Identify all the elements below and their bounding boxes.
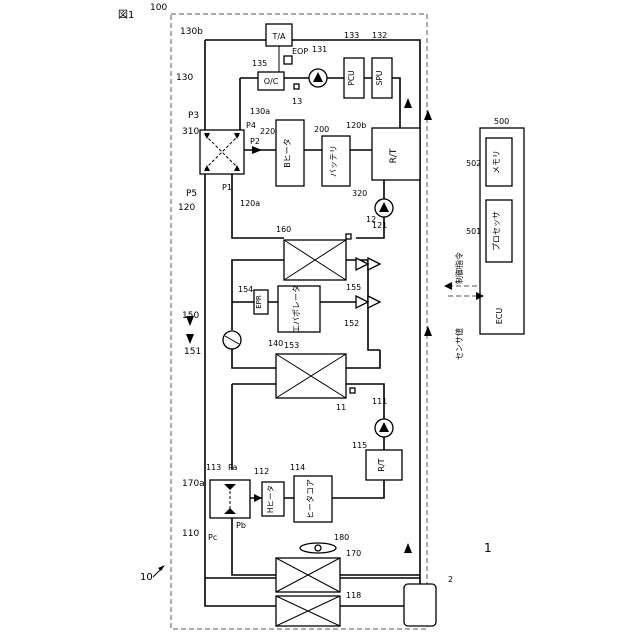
fan-hub [315, 545, 321, 551]
ref-111: 111 [372, 397, 387, 406]
ref-130: 130 [176, 73, 193, 83]
ref-pa: Pa [228, 463, 237, 472]
pipe-140-right [346, 350, 380, 368]
ref-110: 110 [182, 529, 199, 539]
figure-label: 図1 [118, 9, 134, 21]
ref-120b: 120b [346, 121, 366, 130]
epr-label: EPR [255, 295, 263, 309]
flow-arrow-heater [254, 494, 262, 502]
pipe-150-lower [232, 349, 276, 368]
ref-501: 501 [466, 227, 481, 236]
control-signal-label: 制御指令 [454, 252, 464, 284]
ref-114: 114 [290, 463, 305, 472]
ref-140: 140 [268, 339, 283, 348]
ref-120a: 120a [240, 199, 260, 208]
ref-170a: 170a [182, 479, 205, 489]
ref-115: 115 [352, 441, 367, 450]
ecu-label: ECU [495, 308, 504, 325]
ref-160: 160 [276, 225, 291, 234]
memory-label: メモリ [492, 150, 501, 174]
ref-pc: Pc [208, 533, 217, 542]
signal-lines [448, 286, 480, 296]
vehicle-ref: 10 [140, 572, 153, 583]
flow-arrow-220 [252, 146, 262, 154]
pipe-rt-lower [332, 480, 384, 498]
ref-11: 11 [336, 403, 346, 412]
sensor-signal-label: センサ値 [454, 328, 464, 360]
ref-p3: P3 [188, 111, 199, 121]
ta-label: T/A [271, 32, 286, 41]
heater-core-label: ヒータコア [306, 479, 315, 519]
valve-155 [356, 296, 380, 308]
ref-120: 120 [178, 203, 195, 213]
ref-112: 112 [254, 467, 269, 476]
flow-arrow-right [424, 110, 432, 336]
ref-pb: Pb [236, 521, 246, 530]
ref-502: 502 [466, 159, 481, 168]
ref-100: 100 [150, 3, 167, 13]
ref-200: 200 [314, 125, 329, 134]
ref-p1: P1 [222, 183, 232, 192]
ref-2: 2 [448, 575, 453, 584]
eop-symbol [284, 56, 292, 64]
ref-153: 153 [284, 341, 299, 350]
sensor-12 [346, 234, 351, 239]
ref-13: 13 [292, 97, 302, 106]
ref-310: 310 [182, 127, 199, 137]
ref-12: 12 [366, 215, 376, 224]
eop-label: EOP [292, 47, 308, 56]
device-2 [404, 584, 436, 626]
sensor-13 [294, 84, 299, 89]
ref-113: 113 [206, 463, 221, 472]
ref-500: 500 [494, 117, 509, 126]
ref-p2: P2 [250, 137, 260, 146]
system-ref: 1 [484, 541, 492, 555]
vehicle-leader-arrow [158, 565, 165, 571]
evaporator-label: エバポレータ [292, 285, 301, 333]
pipe-150-upper [232, 260, 284, 268]
pcu-label: PCU [347, 70, 356, 85]
ref-130a: 130a [250, 107, 270, 116]
ref-130b: 130b [180, 27, 203, 37]
h-heater-label: Hヒータ [266, 485, 275, 513]
ref-133: 133 [344, 31, 359, 40]
pipe-110-upper [232, 384, 276, 470]
ref-170: 170 [346, 549, 361, 558]
spu-label: SPU [375, 71, 384, 86]
ref-180: 180 [334, 533, 349, 542]
rt-upper-label: R/T [389, 148, 399, 163]
ref-152: 152 [344, 319, 359, 328]
ref-118: 118 [346, 591, 361, 600]
ref-131: 131 [312, 45, 327, 54]
ref-132: 132 [372, 31, 387, 40]
sensor-11 [350, 388, 355, 393]
processor-label: プロセッサ [492, 211, 501, 251]
b-heater-label: Bヒータ [283, 138, 292, 168]
ref-154: 154 [238, 285, 253, 294]
ref-220: 220 [260, 127, 275, 136]
oc-label: O/C [264, 77, 279, 86]
ref-p5: P5 [186, 189, 197, 199]
valve-160-expansion [356, 258, 380, 270]
ref-135: 135 [252, 59, 267, 68]
ref-155: 155 [346, 283, 361, 292]
battery-label: バッテリ [329, 145, 338, 177]
ref-p4: P4 [246, 121, 256, 130]
ref-151: 151 [184, 347, 201, 357]
control-arrow [444, 282, 452, 290]
ref-320: 320 [352, 189, 367, 198]
rt-lower-label: R/T [377, 458, 386, 471]
